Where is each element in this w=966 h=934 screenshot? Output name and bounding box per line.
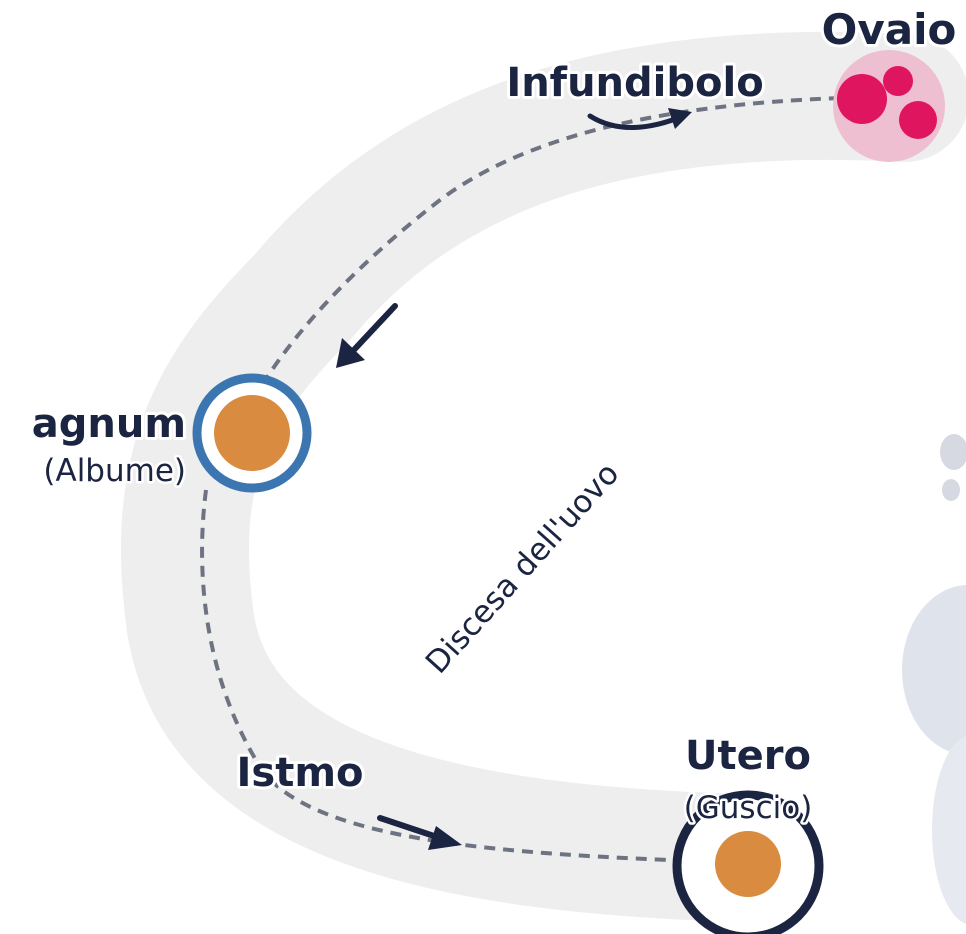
utero-label: Utero <box>685 733 811 779</box>
follicle <box>883 66 913 96</box>
background-blob <box>902 585 966 755</box>
direction-arrows <box>336 108 692 850</box>
magnum-node <box>192 373 312 493</box>
utero-detail: (Guscio) <box>684 790 813 826</box>
magnum-label: agnum <box>32 401 186 447</box>
ovaio-node <box>833 50 945 162</box>
arrowhead-icon <box>668 108 692 129</box>
istmo-label: Istmo <box>237 750 364 796</box>
egg-yolk <box>715 831 781 897</box>
egg-travel-path <box>200 489 671 862</box>
egg-travel-path <box>260 96 841 387</box>
follicle <box>899 101 937 139</box>
utero-node <box>672 790 824 934</box>
egg-yolk <box>214 395 290 471</box>
arrowhead-icon <box>336 338 365 368</box>
arrow-down-left-icon <box>349 303 398 355</box>
arrow-right-icon <box>377 815 443 841</box>
follicle <box>837 74 887 124</box>
ovaio-label: Ovaio <box>822 5 957 54</box>
background-dot <box>940 434 966 470</box>
path-label: Discesa dell'uovo <box>419 456 627 681</box>
arrowhead-icon <box>428 826 462 850</box>
background-decoration <box>902 434 966 924</box>
curved-arrow-icon <box>587 113 681 130</box>
infundibolo-label: Infundibolo <box>506 60 763 106</box>
magnum-detail: (Albume) <box>43 453 186 489</box>
background-dot <box>942 479 960 501</box>
background-blob <box>932 736 966 924</box>
